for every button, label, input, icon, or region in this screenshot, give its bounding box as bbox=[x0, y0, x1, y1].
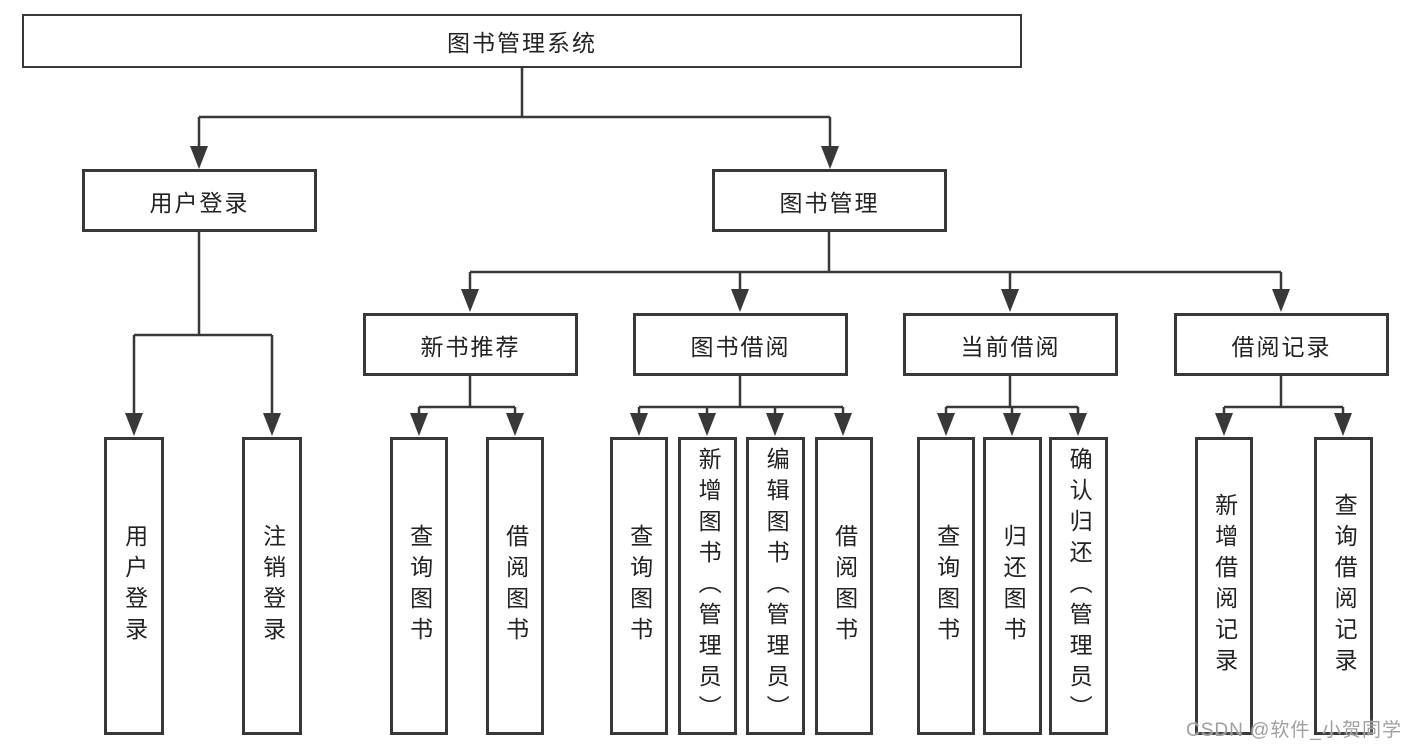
arrow-down-icon bbox=[1272, 289, 1290, 312]
node-book-borrow: 图书借阅 bbox=[633, 313, 848, 376]
leaf-user-login: 用户登录 bbox=[104, 437, 164, 735]
arrow-down-icon bbox=[410, 413, 428, 436]
arrow-down-icon bbox=[821, 146, 839, 169]
leaf-edit-books-admin: 编辑图书（管理员） bbox=[746, 437, 805, 735]
csdn-watermark: CSDN @软件_小贺同学 bbox=[1186, 720, 1402, 741]
arrow-down-icon bbox=[1334, 413, 1352, 436]
leaf-label: 注销登录 bbox=[259, 524, 286, 648]
leaf-query-books-borrow: 查询图书 bbox=[610, 437, 668, 735]
leaf-add-borrow-record: 新增借阅记录 bbox=[1195, 437, 1253, 735]
leaf-label: 查询图书 bbox=[626, 524, 653, 648]
arrow-down-icon bbox=[1003, 413, 1021, 436]
leaf-query-borrow-record: 查询借阅记录 bbox=[1314, 437, 1373, 735]
leaf-label: 查询图书 bbox=[933, 524, 960, 648]
leaf-label: 归还图书 bbox=[1000, 524, 1027, 648]
arrow-down-icon bbox=[834, 413, 852, 436]
leaf-borrow-books-recommend: 借阅图书 bbox=[486, 437, 544, 735]
leaf-label: 用户登录 bbox=[121, 524, 148, 648]
node-label: 图书管理系统 bbox=[447, 30, 597, 56]
leaf-label: 新增借阅记录 bbox=[1211, 493, 1238, 679]
arrow-down-icon bbox=[1001, 289, 1019, 312]
node-label: 图书借阅 bbox=[690, 333, 791, 360]
leaf-query-books-recommend: 查询图书 bbox=[390, 437, 448, 735]
arrow-down-icon bbox=[766, 413, 784, 436]
node-new-book-recommend: 新书推荐 bbox=[363, 313, 578, 376]
arrow-down-icon bbox=[190, 146, 208, 169]
leaf-return-books: 归还图书 bbox=[983, 437, 1042, 735]
leaf-label: 编辑图书（管理员） bbox=[763, 446, 790, 726]
arrow-down-icon bbox=[125, 413, 143, 436]
leaf-logout: 注销登录 bbox=[242, 437, 302, 735]
node-label: 图书管理 bbox=[779, 189, 880, 216]
arrow-down-icon bbox=[630, 413, 648, 436]
arrow-down-icon bbox=[698, 413, 716, 436]
node-current-borrow: 当前借阅 bbox=[903, 313, 1118, 376]
arrow-down-icon bbox=[1215, 413, 1233, 436]
arrow-down-icon bbox=[1069, 413, 1087, 436]
node-label: 用户登录 bbox=[149, 189, 250, 216]
arrowhead-icons bbox=[125, 146, 1352, 436]
connector-lines bbox=[132, 68, 1345, 414]
arrow-down-icon bbox=[263, 413, 281, 436]
node-library-management-system: 图书管理系统 bbox=[22, 14, 1022, 68]
node-book-management: 图书管理 bbox=[712, 169, 947, 232]
node-borrow-records: 借阅记录 bbox=[1174, 313, 1389, 376]
node-label: 当前借阅 bbox=[960, 333, 1061, 360]
arrow-down-icon bbox=[937, 413, 955, 436]
arrow-down-icon bbox=[461, 289, 479, 312]
leaf-label: 查询借阅记录 bbox=[1331, 493, 1358, 679]
leaf-add-books-admin: 新增图书（管理员） bbox=[678, 437, 737, 735]
leaf-label: 新增图书（管理员） bbox=[695, 446, 722, 726]
leaf-confirm-return-admin: 确认归还（管理员） bbox=[1049, 437, 1108, 735]
node-label: 借阅记录 bbox=[1231, 333, 1332, 360]
leaf-label: 借阅图书 bbox=[502, 524, 529, 648]
node-label: 新书推荐 bbox=[420, 333, 521, 360]
arrow-down-icon bbox=[731, 289, 749, 312]
arrow-down-icon bbox=[506, 413, 524, 436]
leaf-borrow-books: 借阅图书 bbox=[815, 437, 873, 735]
node-user-login: 用户登录 bbox=[82, 169, 317, 232]
leaf-label: 确认归还（管理员） bbox=[1066, 446, 1093, 726]
leaf-label: 查询图书 bbox=[406, 524, 433, 648]
leaf-query-books-current: 查询图书 bbox=[917, 437, 975, 735]
leaf-label: 借阅图书 bbox=[831, 524, 858, 648]
